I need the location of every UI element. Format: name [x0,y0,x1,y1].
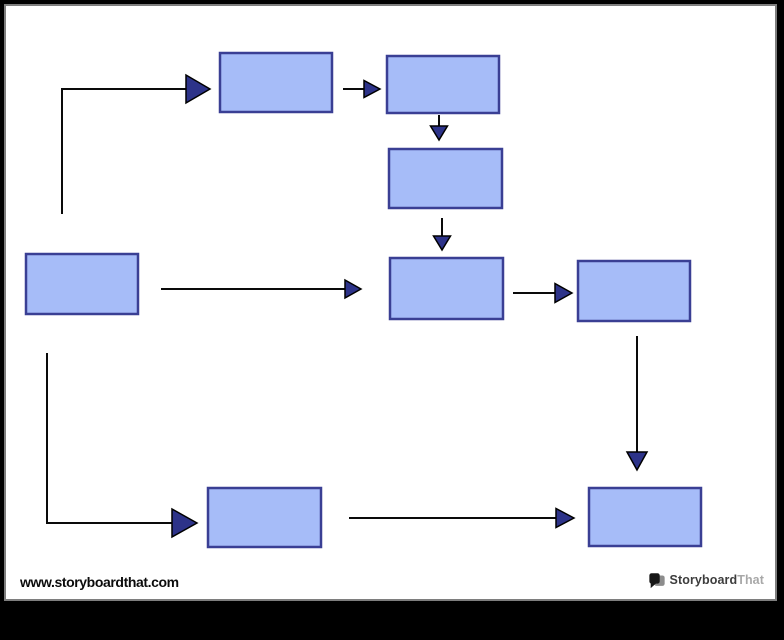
storyboardthat-logo: StoryboardThat [648,570,764,590]
logo-text-secondary: That [737,573,764,587]
page-canvas [4,4,777,601]
logo-text-primary: Storyboard [669,573,738,587]
website-url-text: www.storyboardthat.com [20,574,179,590]
speech-bubbles-icon [648,571,666,589]
